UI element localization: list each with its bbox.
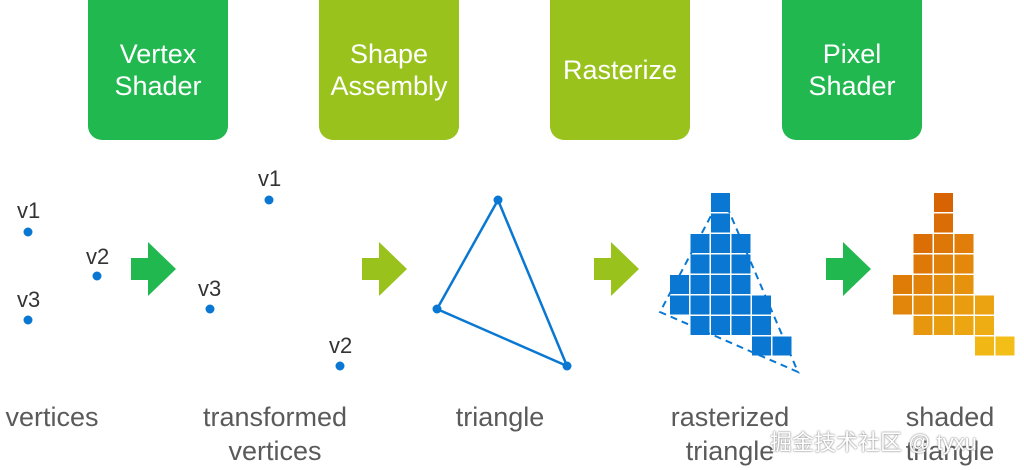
triangle-vertex-left <box>432 304 442 314</box>
shaded-pixel <box>913 234 933 253</box>
caption-rasterized-triangle: rasterized triangle <box>656 400 804 468</box>
shaded-pixel <box>975 316 994 335</box>
raster-pixel <box>711 316 730 335</box>
caption-vertices: vertices <box>0 400 112 434</box>
shaded-pixel <box>975 336 994 356</box>
shaded-pixel <box>975 295 994 315</box>
vertex-shader-label-2: Shader <box>114 71 202 101</box>
transformed-v3-label: v3 <box>198 276 222 301</box>
shaded-pixel <box>893 275 912 294</box>
arrow-1-icon <box>131 242 176 296</box>
caption-vertices-text: vertices <box>5 402 99 432</box>
raster-pixel <box>690 275 710 294</box>
pixel-shader-box: Pixel Shader <box>782 0 922 140</box>
raster-pixel <box>731 275 751 294</box>
caption-shaded-line2: triangle <box>905 436 995 466</box>
transformed-v2-label: v2 <box>329 333 353 358</box>
rasterized-outline <box>658 192 800 374</box>
caption-triangle: triangle <box>440 400 560 434</box>
shaded-pixel <box>954 316 974 335</box>
shaded-pixel <box>934 213 953 233</box>
vertex-v3-dot <box>23 315 33 325</box>
raster-pixel <box>690 316 710 335</box>
shaded-pixel <box>934 254 953 274</box>
shaded-pixel <box>934 295 953 315</box>
caption-triangle-text: triangle <box>455 402 545 432</box>
shaded-pixel <box>934 193 953 212</box>
shaded-pixel <box>954 234 974 253</box>
raster-pixel <box>772 336 792 356</box>
shaded-pixel <box>913 316 933 335</box>
transformed-v1-dot <box>264 195 274 205</box>
shaded-pixel <box>934 234 953 253</box>
raster-pixel <box>752 336 771 356</box>
shaded-pixel <box>913 275 933 294</box>
caption-transformed-line2: vertices <box>228 436 322 466</box>
rasterize-label: Rasterize <box>562 55 678 85</box>
shaded-pixel <box>913 295 933 315</box>
transformed-v1-label: v1 <box>258 166 282 191</box>
triangle-vertex-right <box>562 361 572 371</box>
raster-pixel <box>670 275 689 294</box>
raster-pixel <box>731 254 751 274</box>
vertex-shader-box: Vertex Shader <box>88 0 228 140</box>
triangle-shape <box>435 197 570 369</box>
vertex-v2-label: v2 <box>86 244 110 269</box>
shaded-pixel <box>934 275 953 294</box>
caption-transformed-vertices: transformed vertices <box>190 400 360 468</box>
arrow-4-icon <box>826 242 871 296</box>
raster-pixel <box>711 275 730 294</box>
raster-pixel <box>711 213 730 233</box>
vertex-v3-label: v3 <box>17 287 41 312</box>
raster-pixel <box>711 234 730 253</box>
vertex-v1-label: v1 <box>17 198 41 223</box>
pixel-shader-label-2: Shader <box>808 71 896 101</box>
raster-pixel <box>731 316 751 335</box>
shape-assembly-label-2: Assembly <box>330 71 448 101</box>
shaded-pixel <box>954 254 974 274</box>
raster-pixel <box>711 295 730 315</box>
shaded-cells <box>893 193 1015 356</box>
vertex-v1-dot <box>23 227 33 237</box>
raster-pixel <box>731 234 751 253</box>
raster-pixel <box>670 295 689 315</box>
watermark: 掘金技术社区 @ tyxu <box>770 430 977 455</box>
raster-pixel <box>752 316 771 335</box>
shape-assembly-label-1: Shape <box>349 39 429 69</box>
shaded-pixel <box>893 295 912 315</box>
raster-pixel <box>711 254 730 274</box>
shape-assembly-box: Shape Assembly <box>319 0 459 140</box>
caption-shaded-triangle: shaded triangle <box>880 400 1020 468</box>
caption-rasterized-line2: triangle <box>685 436 775 466</box>
shaded-pixel <box>954 295 974 315</box>
shaded-pixel <box>934 316 953 335</box>
caption-shaded-line1: shaded <box>905 402 995 432</box>
shaded-pixel <box>913 254 933 274</box>
shaded-pixel <box>954 275 974 294</box>
vertex-shader-label-1: Vertex <box>119 39 197 69</box>
arrow-3-icon <box>594 242 639 296</box>
vertex-v2-dot <box>92 271 102 281</box>
arrow-2-icon <box>362 242 407 296</box>
raster-pixel <box>690 295 710 315</box>
rasterized-cells <box>670 193 792 356</box>
raster-pixel <box>690 254 710 274</box>
triangle-vertex-top <box>493 195 503 205</box>
rasterize-box: Rasterize <box>550 0 690 140</box>
raster-pixel <box>752 295 771 315</box>
shaded-pixel <box>995 336 1015 356</box>
raster-pixel <box>690 234 710 253</box>
pixel-shader-label-1: Pixel <box>822 39 882 69</box>
transformed-v2-dot <box>335 361 345 371</box>
raster-pixel <box>731 295 751 315</box>
caption-transformed-line1: transformed <box>202 402 348 432</box>
transformed-v3-dot <box>205 304 215 314</box>
caption-rasterized-line1: rasterized <box>670 402 790 432</box>
